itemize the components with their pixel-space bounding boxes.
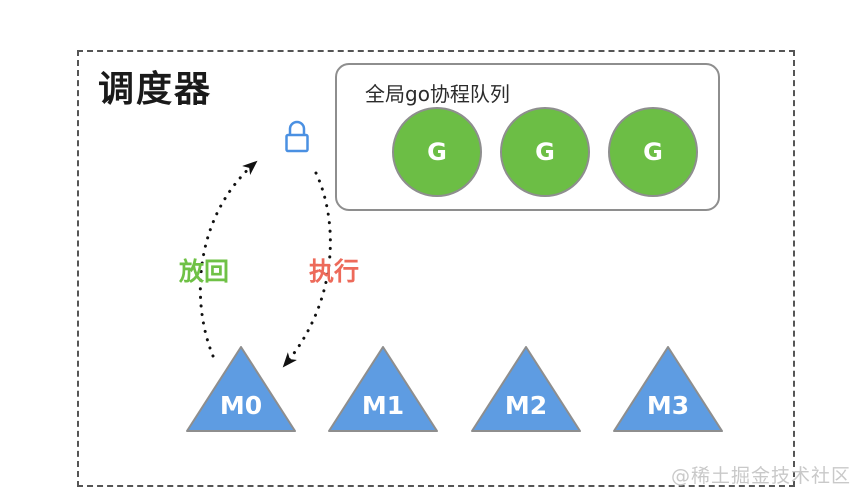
- watermark: @稀土掘金技术社区: [670, 465, 851, 487]
- machine-node: M1: [327, 345, 439, 433]
- goroutine-label: G: [427, 138, 447, 166]
- execute-label: 执行: [309, 257, 360, 286]
- machine-node: M2: [470, 345, 582, 433]
- goroutine-label: G: [643, 138, 663, 166]
- scheduler-boundary: [77, 50, 795, 487]
- global-queue-panel: 全局go协程队列 G G G: [335, 63, 720, 211]
- goroutine-node: G: [392, 107, 482, 197]
- machine-label: M2: [504, 391, 548, 420]
- machine-node: M0: [185, 345, 297, 433]
- page-title: 调度器: [98, 69, 213, 110]
- machine-node: M3: [612, 345, 724, 433]
- lock-icon: [282, 119, 312, 155]
- machine-label: M0: [219, 391, 263, 420]
- goroutine-node: G: [608, 107, 698, 197]
- putback-label: 放回: [179, 257, 230, 286]
- machine-label: M3: [646, 391, 690, 420]
- machine-label: M1: [361, 391, 405, 420]
- goroutine-node: G: [500, 107, 590, 197]
- global-queue-label: 全局go协程队列: [365, 82, 510, 106]
- goroutine-label: G: [535, 138, 555, 166]
